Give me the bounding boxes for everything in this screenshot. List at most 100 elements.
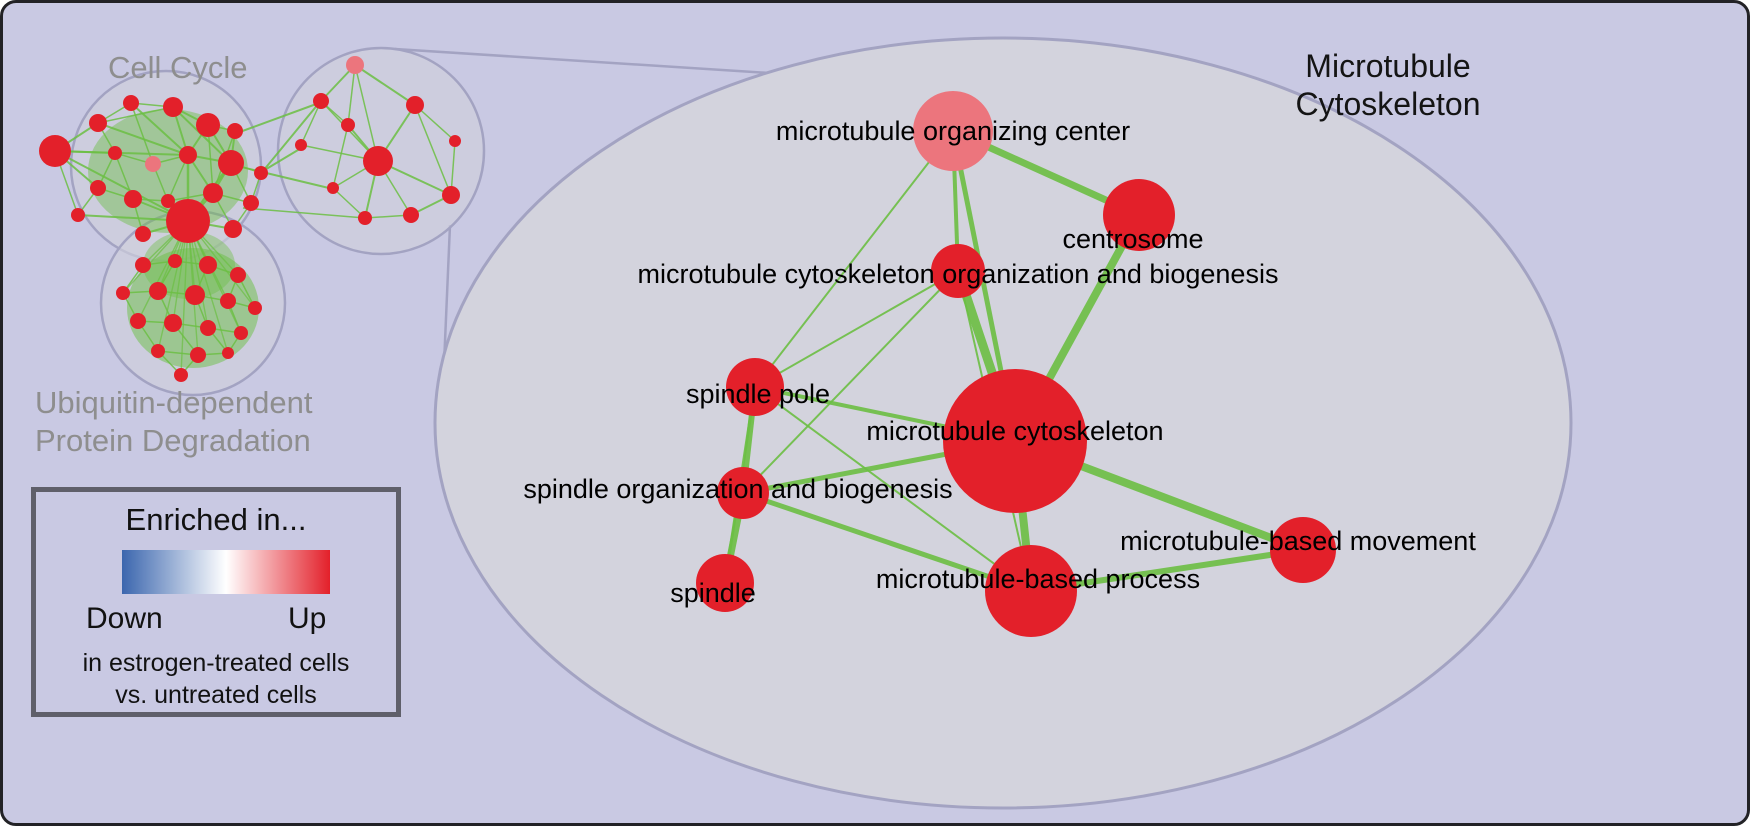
network-canvas: microtubule organizing centercentrosomem… xyxy=(39,36,1573,810)
overview-edge xyxy=(54,150,189,222)
overview-node xyxy=(89,114,107,132)
overview-node xyxy=(234,326,248,340)
overview-edge xyxy=(97,122,189,156)
overview-node xyxy=(123,95,139,111)
overview-node xyxy=(254,166,268,180)
detail-node-spindle_org xyxy=(717,467,769,519)
bridge-edge xyxy=(262,102,320,172)
overview-node xyxy=(71,208,85,222)
overview-node xyxy=(174,368,188,382)
detail-node-label-spindle_pole: spindle pole xyxy=(686,379,830,409)
overview-node xyxy=(196,113,220,137)
legend-caption-line2: vs. untreated cells xyxy=(115,681,317,709)
detail-node-mco xyxy=(931,244,985,298)
overview-edge xyxy=(354,64,416,106)
overview-node xyxy=(243,195,259,211)
overview-edge xyxy=(130,102,189,156)
overview-node xyxy=(135,226,151,242)
overview-node xyxy=(90,180,106,196)
overview-node xyxy=(227,123,243,139)
detail-node-mt_cyto xyxy=(943,369,1087,513)
overview-node xyxy=(124,190,142,208)
overview-edge xyxy=(130,102,154,165)
cluster-label-ubiquitin: Ubiquitin-dependent Protein Degradation xyxy=(35,384,313,460)
overview-node xyxy=(116,286,130,300)
edge-density-blob xyxy=(143,231,235,299)
bridge-edge xyxy=(262,146,304,172)
detail-node-label-mt_move: microtubule-based movement xyxy=(1120,526,1476,556)
overview-node xyxy=(248,301,262,315)
overview-node xyxy=(164,314,182,332)
overview-node xyxy=(222,347,234,359)
overview-node xyxy=(163,97,183,117)
overview-node xyxy=(151,344,165,358)
overview-node xyxy=(224,220,242,238)
overview-edge xyxy=(450,140,456,196)
legend-up-label: Up xyxy=(288,602,327,635)
detail-node-label-mt_proc: microtubule-based process xyxy=(876,564,1200,594)
detail-node-mt_move xyxy=(1270,517,1336,583)
hub-spoke-edge xyxy=(157,220,189,352)
overview-node xyxy=(220,293,236,309)
overview-node xyxy=(363,146,393,176)
detail-node-centrosome xyxy=(1103,179,1175,251)
overview-node xyxy=(313,93,329,109)
detail-node-label-spindle: spindle xyxy=(670,578,756,608)
detail-edge-moc-spindle_pole xyxy=(754,130,954,388)
overview-node xyxy=(442,186,460,204)
overview-node xyxy=(190,347,206,363)
overview-node xyxy=(358,211,372,225)
overview-edge xyxy=(300,100,322,146)
cluster-label-cell-cycle: Cell Cycle xyxy=(108,50,248,85)
overview-node xyxy=(403,207,419,223)
overview-node xyxy=(218,150,244,176)
overview-node xyxy=(406,96,424,114)
legend-caption-line1: in estrogen-treated cells xyxy=(82,649,350,677)
legend-title: Enriched in... xyxy=(125,502,307,537)
overview-node xyxy=(203,183,223,203)
overview-node xyxy=(179,146,197,164)
overview-node xyxy=(341,118,355,132)
detail-edge-mco-spindle_pole xyxy=(754,270,959,388)
overview-node xyxy=(108,146,122,160)
detail-node-label-moc: microtubule organizing center xyxy=(776,116,1130,146)
legend-caption: in estrogen-treated cells vs. untreated … xyxy=(36,647,396,711)
detail-edge-spindle_pole-mt_proc xyxy=(754,386,1032,592)
cluster-label-microtubule-line1: Microtubule xyxy=(1305,48,1471,84)
overview-node xyxy=(168,254,182,268)
bridge-edge xyxy=(236,102,320,134)
overview-node xyxy=(135,257,151,273)
overview-node xyxy=(145,156,161,172)
detail-node-label-mt_cyto: microtubule cytoskeleton xyxy=(866,416,1163,446)
hub-spoke-edge xyxy=(180,220,189,376)
detail-node-moc xyxy=(913,91,993,171)
overview-node xyxy=(449,135,461,147)
hub-spoke-edge xyxy=(187,220,229,354)
cluster-label-microtubule: Microtubule Cytoskeleton xyxy=(1278,47,1498,123)
detail-edge-mco-spindle_org xyxy=(742,270,959,494)
bridge-edge xyxy=(232,164,334,190)
overview-node xyxy=(185,285,205,305)
overview-edge xyxy=(414,104,452,196)
overview-edge xyxy=(332,124,349,189)
detail-node-mt_proc xyxy=(985,545,1077,637)
overview-node xyxy=(130,313,146,329)
overview-edge xyxy=(354,64,379,162)
overview-node xyxy=(346,56,364,74)
detail-node-spindle xyxy=(696,554,754,612)
legend-box: Enriched in... Down Up in estrogen-treat… xyxy=(31,487,401,717)
detail-edge-spindle_org-mt_proc xyxy=(742,490,1032,594)
overview-edge xyxy=(347,64,356,126)
cluster-label-microtubule-line2: Cytoskeleton xyxy=(1295,86,1481,122)
legend-down-label: Down xyxy=(86,602,163,635)
overview-node xyxy=(199,256,217,274)
overview-node xyxy=(149,282,167,300)
overview-node xyxy=(295,139,307,151)
detail-node-label-mco: microtubule cytoskeleton organization an… xyxy=(638,259,1279,289)
overview-node xyxy=(161,194,175,208)
overview-node xyxy=(166,199,210,243)
legend-gradient-bar xyxy=(122,550,330,594)
overview-node xyxy=(327,182,339,194)
bridge-edge xyxy=(242,207,366,219)
